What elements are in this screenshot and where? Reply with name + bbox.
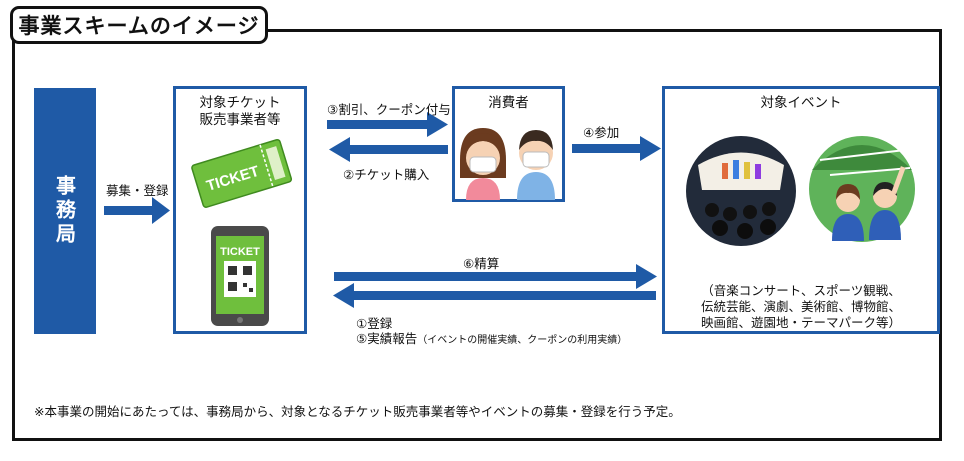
discount-label: ③割引、クーポン付与	[327, 102, 451, 117]
report-detail-label: （イベントの開催実績、クーポンの利用実績）	[417, 335, 628, 346]
events-title: 対象イベント	[760, 95, 842, 111]
smartphone-ticket-image: TICKET	[211, 226, 269, 326]
stadium-image	[809, 136, 915, 242]
footnote: ※本事業の開始にあたっては、事務局から、対象となるチケット販売事業者等やイベント…	[34, 404, 681, 419]
report-main-label: ⑤実績報告	[356, 331, 418, 346]
participate-label: ④参加	[583, 125, 620, 140]
recruit-label: 募集・登録	[106, 183, 169, 198]
purchase-arrow	[329, 137, 448, 162]
consumers-title: 消費者	[488, 95, 529, 111]
recruit-arrow	[104, 197, 170, 224]
consumers-image	[460, 128, 555, 200]
sellers-title-line1: 対象チケット	[199, 95, 281, 111]
register-label: ①登録	[356, 316, 393, 331]
discount-arrow	[327, 112, 448, 137]
events-note-line1: （音楽コンサート、スポーツ観戦、	[701, 283, 901, 298]
events-note-line2: 伝統芸能、演劇、美術館、博物館、	[700, 299, 901, 314]
diagram-frame	[12, 29, 942, 441]
participate-arrow	[572, 136, 661, 161]
diagram-title: 事業スキームのイメージ	[10, 6, 268, 44]
settle-arrow	[334, 264, 657, 289]
report-label: ⑤実績報告（イベントの開催実績、クーポンの利用実績）	[356, 328, 627, 347]
events-note-line3: 映画館、遊園地・テーマパーク等）	[700, 315, 901, 330]
secretariat-node: 事務局	[34, 88, 96, 334]
concert-image	[686, 136, 796, 246]
paper-ticket-image: TICKET	[191, 138, 293, 208]
phone-ticket-text: TICKET	[220, 246, 260, 258]
sellers-title-line2: 販売事業者等	[199, 112, 281, 128]
settle-label: ⑥精算	[463, 256, 500, 271]
register-arrow	[333, 283, 656, 308]
purchase-label: ②チケット購入	[343, 167, 430, 182]
